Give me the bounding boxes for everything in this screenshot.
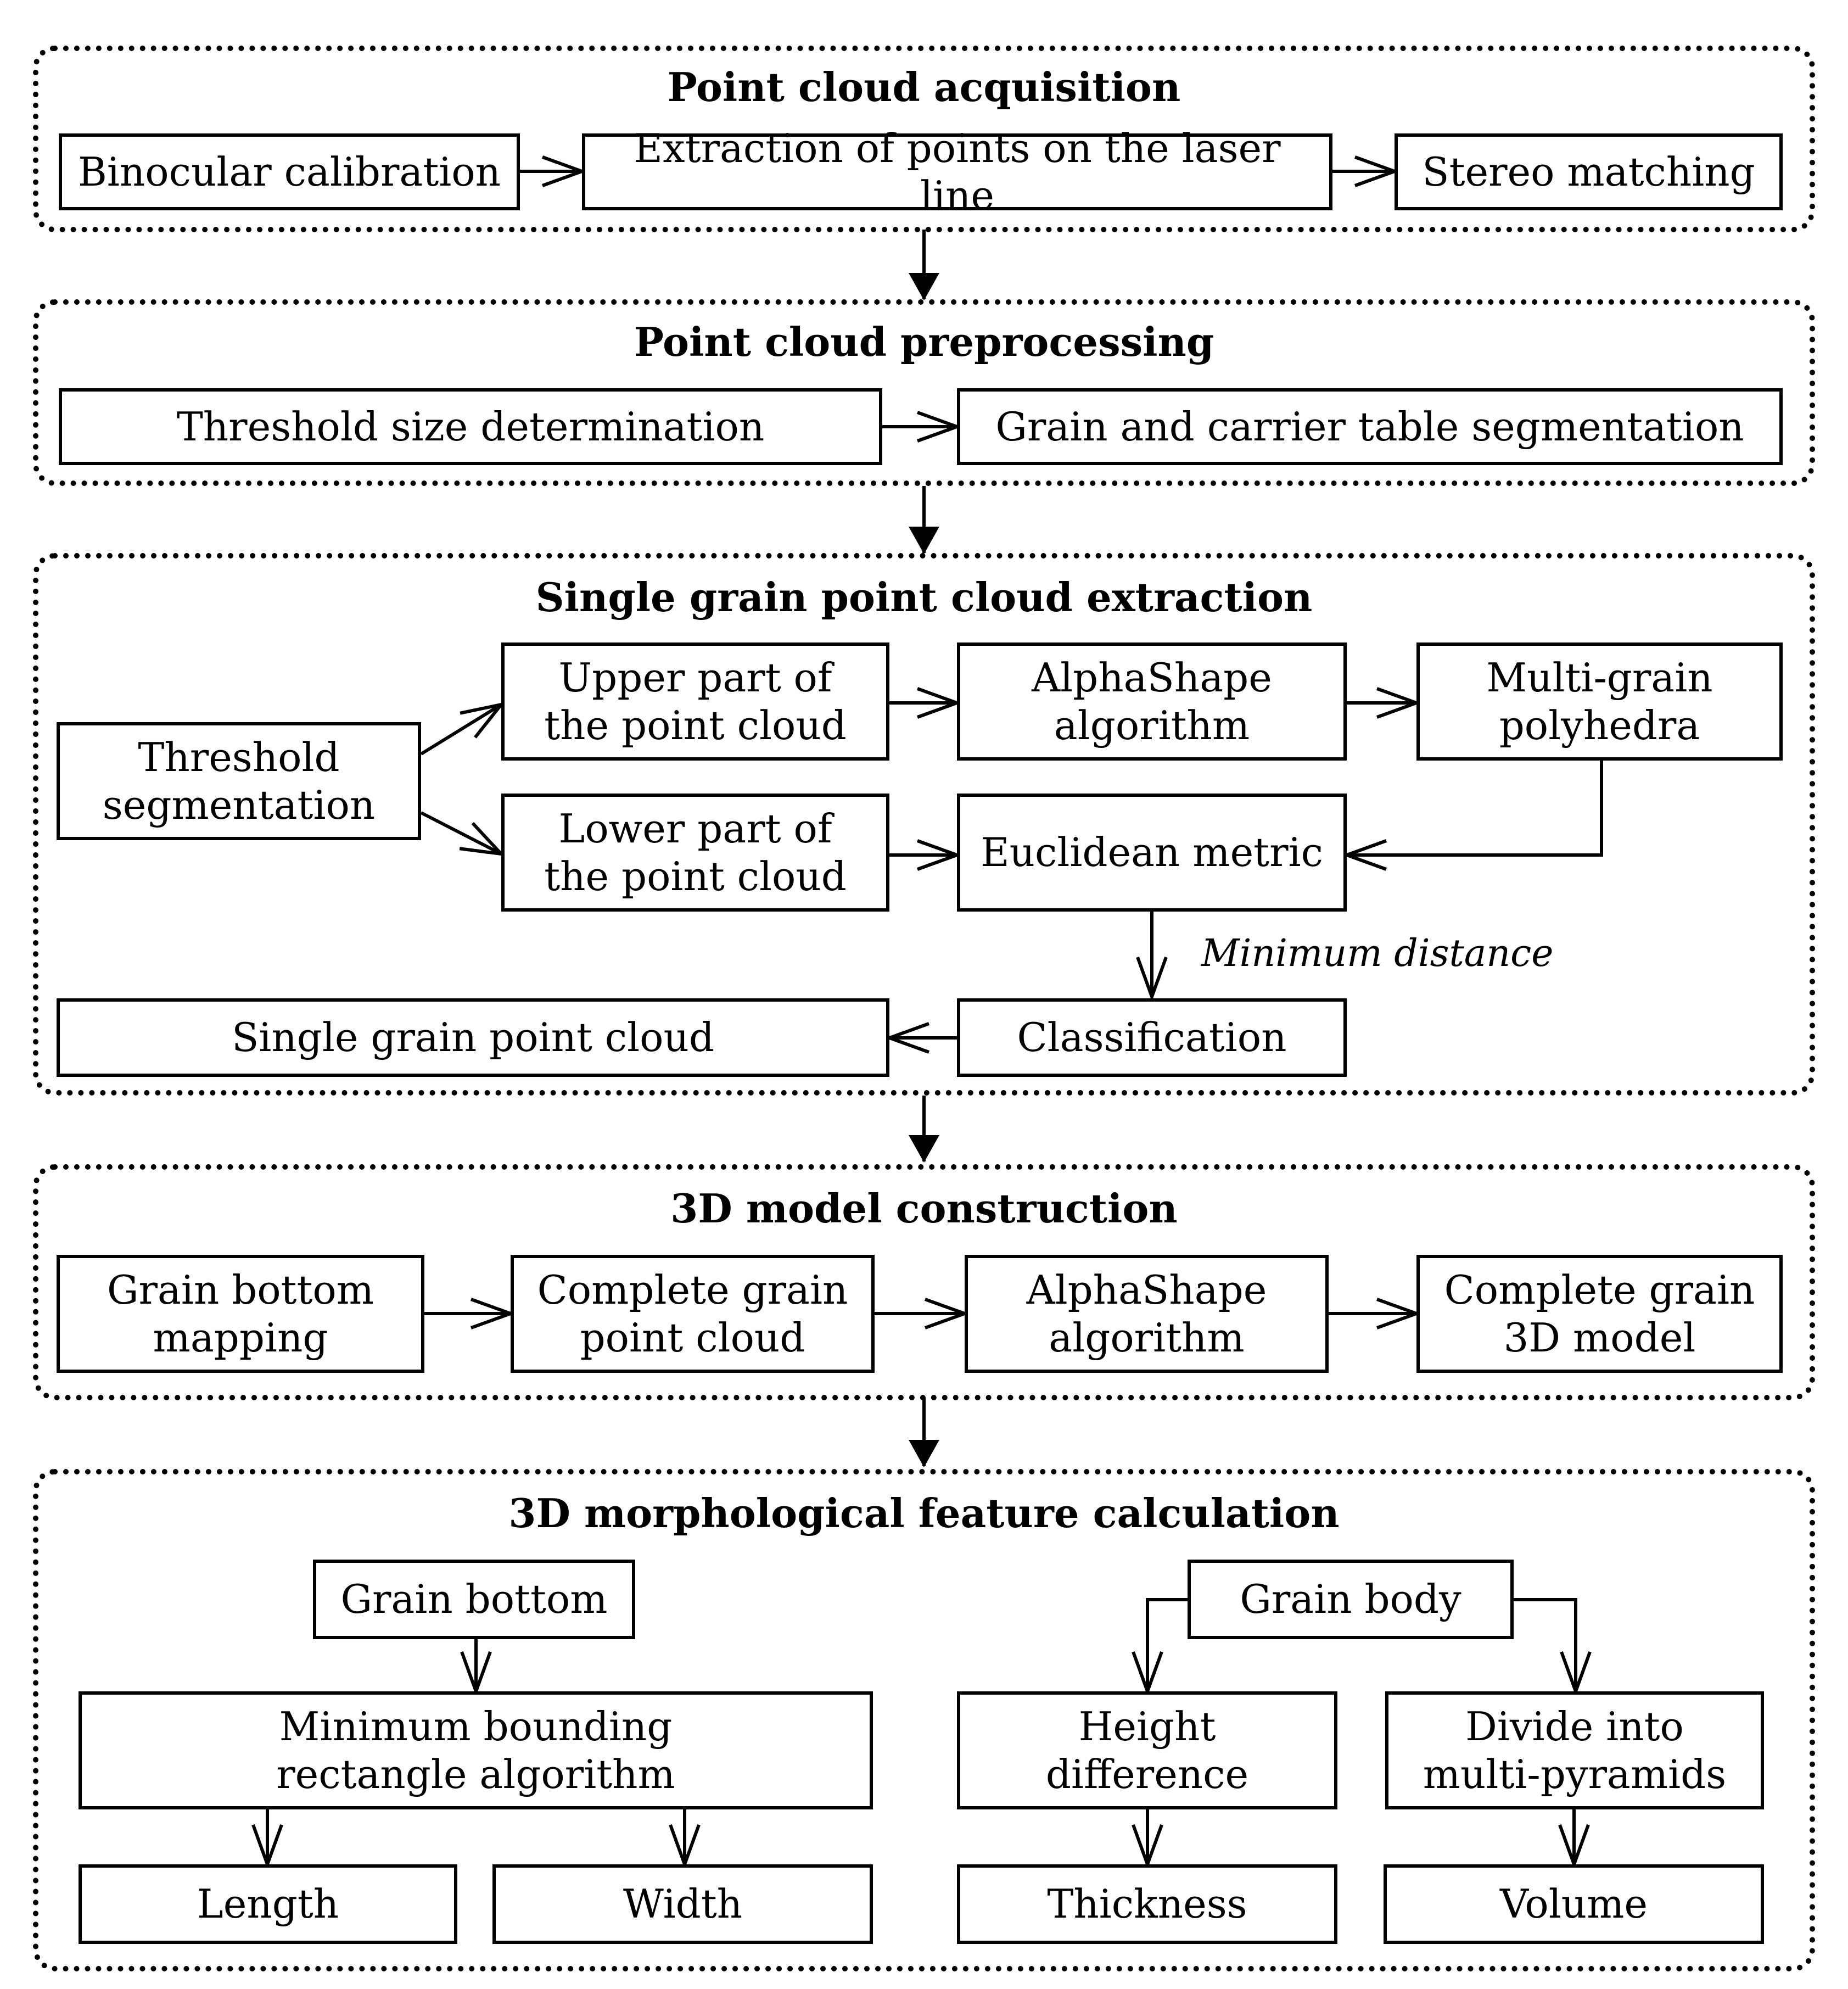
node-classification: Classification (957, 998, 1347, 1077)
group-3d-model-construction: 3D model construction (33, 1164, 1815, 1400)
node-stereo-matching: Stereo matching (1395, 133, 1783, 210)
node-euclidean-metric: Euclidean metric (957, 794, 1347, 912)
node-threshold-size-determination: Threshold size determination (59, 388, 882, 465)
group-title: Point cloud preprocessing (634, 319, 1214, 365)
group-single-grain-extraction: Single grain point cloud extraction (33, 553, 1815, 1096)
group-3d-feature-calculation: 3D morphological feature calculation (33, 1469, 1815, 1971)
node-thickness: Thickness (957, 1864, 1337, 1944)
node-single-grain-point-cloud: Single grain point cloud (57, 998, 889, 1077)
node-height-difference: Height difference (957, 1691, 1337, 1809)
group-title: 3D model construction (670, 1185, 1178, 1232)
node-alphashape-1: AlphaShape algorithm (957, 642, 1347, 761)
node-grain-carrier-segmentation: Grain and carrier table segmentation (957, 388, 1783, 465)
node-grain-bottom: Grain bottom (313, 1560, 635, 1639)
node-volume: Volume (1384, 1864, 1764, 1944)
node-binocular-calibration: Binocular calibration (59, 133, 520, 210)
node-length: Length (79, 1864, 457, 1944)
arrow-threshold-seg-to-upper (420, 705, 501, 756)
arrow-grain-body-to-pyramids (1514, 1598, 1576, 1691)
node-lower-part: Lower part of the point cloud (501, 794, 889, 912)
arrow-grain-body-to-height (1147, 1598, 1188, 1691)
group-point-cloud-preprocessing: Point cloud preprocessing (33, 299, 1815, 486)
node-complete-grain-3d-model: Complete grain 3D model (1416, 1255, 1783, 1373)
node-complete-grain-point-cloud: Complete grain point cloud (511, 1255, 875, 1373)
node-extraction-of-points: Extraction of points on the laser line (582, 125, 1332, 219)
node-upper-part: Upper part of the point cloud (501, 642, 889, 761)
node-width: Width (492, 1864, 873, 1944)
node-divide-into-multi-pyramids: Divide into multi-pyramids (1385, 1691, 1764, 1809)
node-grain-bottom-mapping: Grain bottom mapping (57, 1255, 424, 1373)
node-minimum-bounding-rectangle: Minimum bounding rectangle algorithm (79, 1691, 873, 1809)
node-threshold-segmentation: Threshold segmentation (57, 722, 421, 840)
edge-label-minimum-distance: Minimum distance (1201, 932, 1554, 975)
arrow-polyhedra-to-euclidean (1347, 761, 1603, 855)
node-alphashape-2: AlphaShape algorithm (965, 1255, 1329, 1373)
group-title: Single grain point cloud extraction (535, 574, 1313, 621)
group-title: Point cloud acquisition (667, 64, 1181, 110)
group-point-cloud-acquisition: Point cloud acquisition (33, 46, 1815, 232)
group-title: 3D morphological feature calculation (508, 1490, 1340, 1537)
node-multi-grain-polyhedra: Multi-grain polyhedra (1416, 642, 1783, 761)
node-grain-body: Grain body (1188, 1560, 1514, 1639)
arrow-threshold-seg-to-lower (420, 811, 501, 854)
